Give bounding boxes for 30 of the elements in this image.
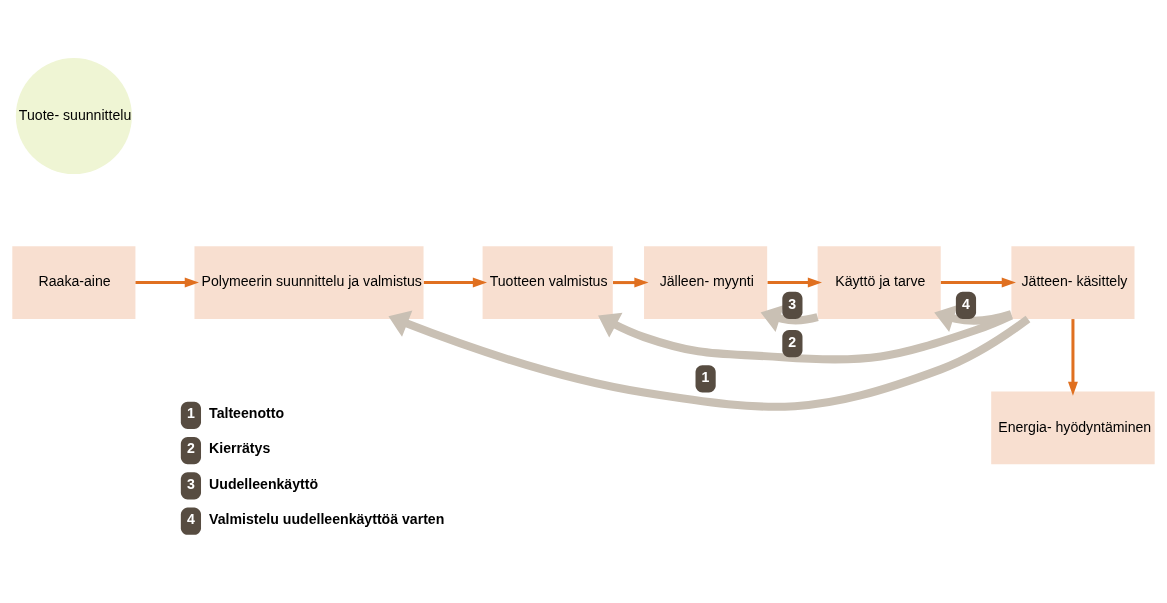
node-box: Energia- hyödyntäminen [991,391,1155,465]
arrow [934,305,1013,332]
arrow [598,311,1013,364]
label: 4 [186,510,195,527]
node-box: Jälleen- myynti [644,246,768,319]
node-box: Käyttö ja tarve [817,246,941,319]
label: Kierrätys [209,440,271,457]
arrow [423,277,487,288]
label: 2 [186,440,195,457]
edge-label: 2 [788,333,797,350]
arrow [135,277,199,288]
arrow [767,277,822,288]
edge-label: 3 [788,295,797,312]
node-box: Tuotteen valmistus [482,246,613,319]
edge-label: 1 [701,369,710,386]
node-box: Jätteen- käsittely [1011,246,1135,319]
arrow [613,277,649,288]
label: Uudelleenkäyttö [209,475,319,492]
edge-label: 4 [961,295,970,312]
label: 3 [186,475,195,492]
arrow [940,277,1016,288]
arrow [760,305,819,332]
node-box: Polymeerin suunnittelu ja valmistus [194,246,424,319]
arrow [388,310,1031,411]
node-circle: Tuote- suunnittelu [15,58,132,175]
label: 1 [186,405,195,422]
label: Valmistelu uudelleenkäyttöä varten [209,510,445,527]
node-box: Raaka-aine [12,246,136,319]
label: Talteenotto [209,405,285,422]
arrow [1068,319,1078,396]
